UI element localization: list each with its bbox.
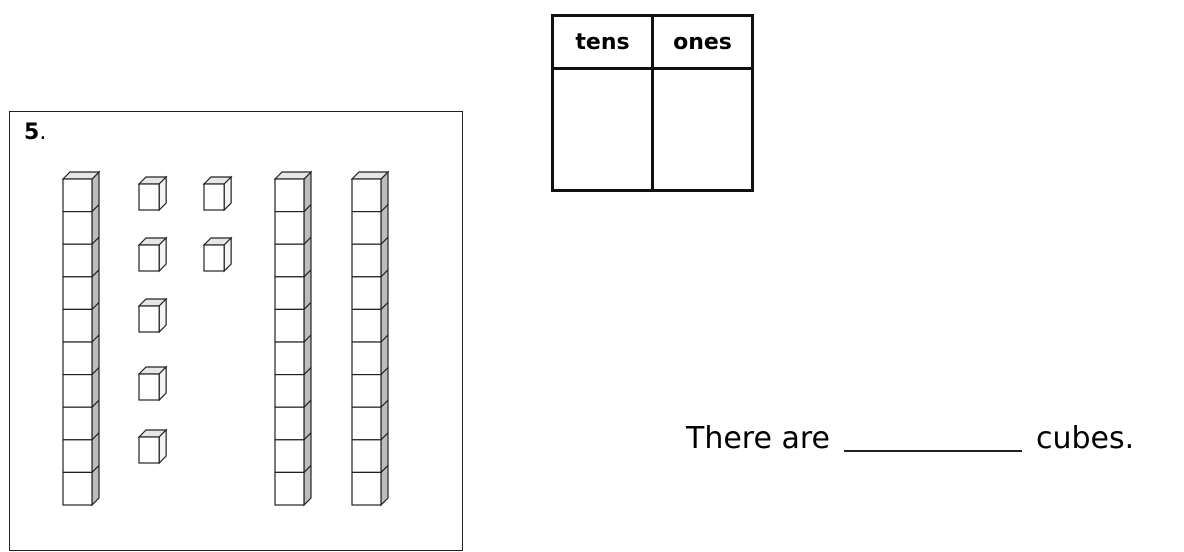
place-value-table: tens ones [551,14,754,192]
sentence-start: There are [686,421,830,456]
sentence-end: cubes. [1036,421,1134,456]
answer-sentence: There are cubes. [686,414,1134,459]
ones-cube-7 [139,430,166,463]
ones-cube-5 [139,299,166,332]
answer-blank[interactable] [844,418,1022,452]
ones-cube-3 [139,238,166,271]
tens-rod-2 [275,172,311,505]
ones-answer-cell[interactable] [653,69,753,191]
ones-header: ones [653,16,753,69]
tens-header: tens [553,16,653,69]
problem-card: 5. [9,111,463,551]
ones-cube-1 [139,177,166,210]
ones-cube-2 [204,177,231,210]
ones-cube-4 [204,238,231,271]
base-ten-blocks [10,112,462,552]
tens-answer-cell[interactable] [553,69,653,191]
tens-rod-1 [63,172,99,505]
ones-cube-6 [139,367,166,400]
tens-rod-3 [352,172,388,505]
